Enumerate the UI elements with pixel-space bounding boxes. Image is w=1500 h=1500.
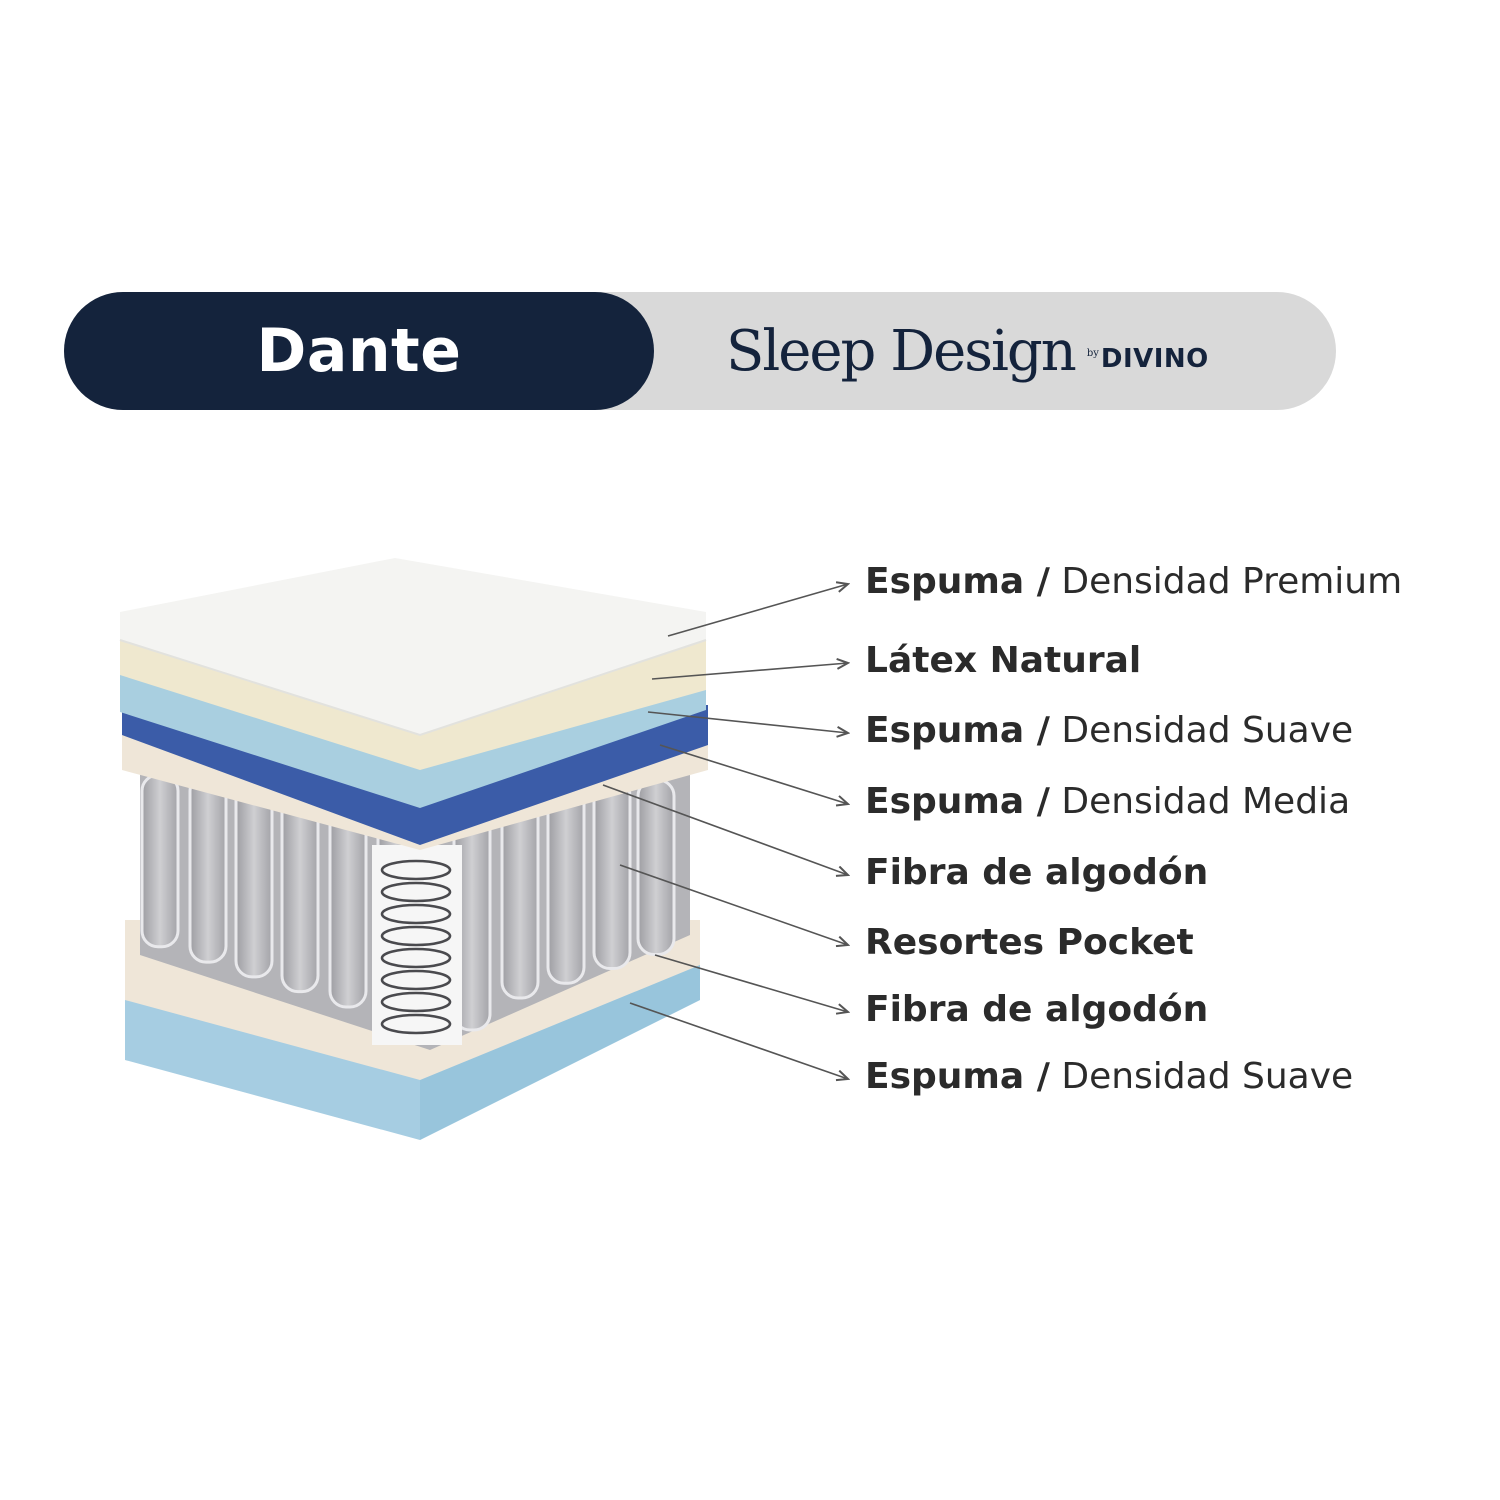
layer-label-density: Densidad Suave	[1049, 1056, 1354, 1097]
layer-label-material: Espuma /	[865, 1056, 1050, 1097]
leader-arrows	[602, 584, 848, 1079]
layer-label-7: Fibra de algodón	[865, 985, 1208, 1035]
leader-arrow-8	[629, 1002, 848, 1079]
layer-label-8: Espuma / Densidad Suave	[865, 1052, 1353, 1102]
brand-name: Sleep Design	[726, 318, 1077, 384]
spring-coil	[380, 881, 452, 903]
layer-label-3: Espuma / Densidad Suave	[865, 706, 1353, 756]
spring-coil	[380, 969, 452, 991]
layer-label-density: Densidad Media	[1049, 781, 1351, 822]
exposed-spring-icon	[372, 845, 462, 1045]
layer-label-4: Espuma / Densidad Media	[865, 777, 1350, 827]
spring-coil	[380, 859, 452, 881]
pocket-spring-column	[140, 773, 180, 949]
layer-label-material: Espuma /	[865, 561, 1050, 602]
header-banner: Dante Sleep Design by DIVINO	[64, 292, 1336, 410]
leader-arrow-6	[619, 864, 848, 945]
layer-label-2: Látex Natural	[865, 636, 1141, 686]
spring-coil	[380, 925, 452, 947]
pocket-spring-column	[592, 778, 632, 971]
top-foam-layer	[119, 558, 707, 737]
layer-label-density: Densidad Suave	[1049, 710, 1354, 751]
layer-label-material: Fibra de algodón	[865, 852, 1209, 893]
layer-label-6: Resortes Pocket	[865, 918, 1194, 968]
layer-label-material: Fibra de algodón	[865, 989, 1209, 1030]
layer-label-1: Espuma / Densidad Premium	[865, 557, 1402, 607]
layer-label-material: Látex Natural	[865, 640, 1142, 681]
brand-maker: DIVINO	[1100, 344, 1209, 374]
spring-coil	[380, 1013, 452, 1035]
layer-label-material: Espuma /	[865, 710, 1050, 751]
leader-arrow-3	[647, 711, 848, 733]
brand-logo: Sleep Design by DIVINO	[726, 292, 1209, 410]
leader-arrow-5	[602, 784, 848, 875]
layer-label-5: Fibra de algodón	[865, 848, 1208, 898]
leader-arrow-4	[659, 744, 848, 804]
brand-by: by	[1086, 347, 1099, 359]
model-badge: Dante	[64, 292, 654, 410]
pocket-spring-column	[188, 773, 228, 964]
pocket-spring-column	[636, 778, 676, 956]
layer-label-material: Resortes Pocket	[865, 922, 1194, 963]
spring-coil	[380, 903, 452, 925]
layer-label-density: Densidad Premium	[1049, 561, 1403, 602]
leader-arrow-7	[654, 954, 848, 1012]
leader-arrow-2	[651, 663, 848, 680]
leader-arrow-1	[667, 584, 848, 637]
spring-coil	[380, 947, 452, 969]
layer-label-material: Espuma /	[865, 781, 1050, 822]
model-name: Dante	[256, 316, 462, 386]
spring-coil	[380, 991, 452, 1013]
